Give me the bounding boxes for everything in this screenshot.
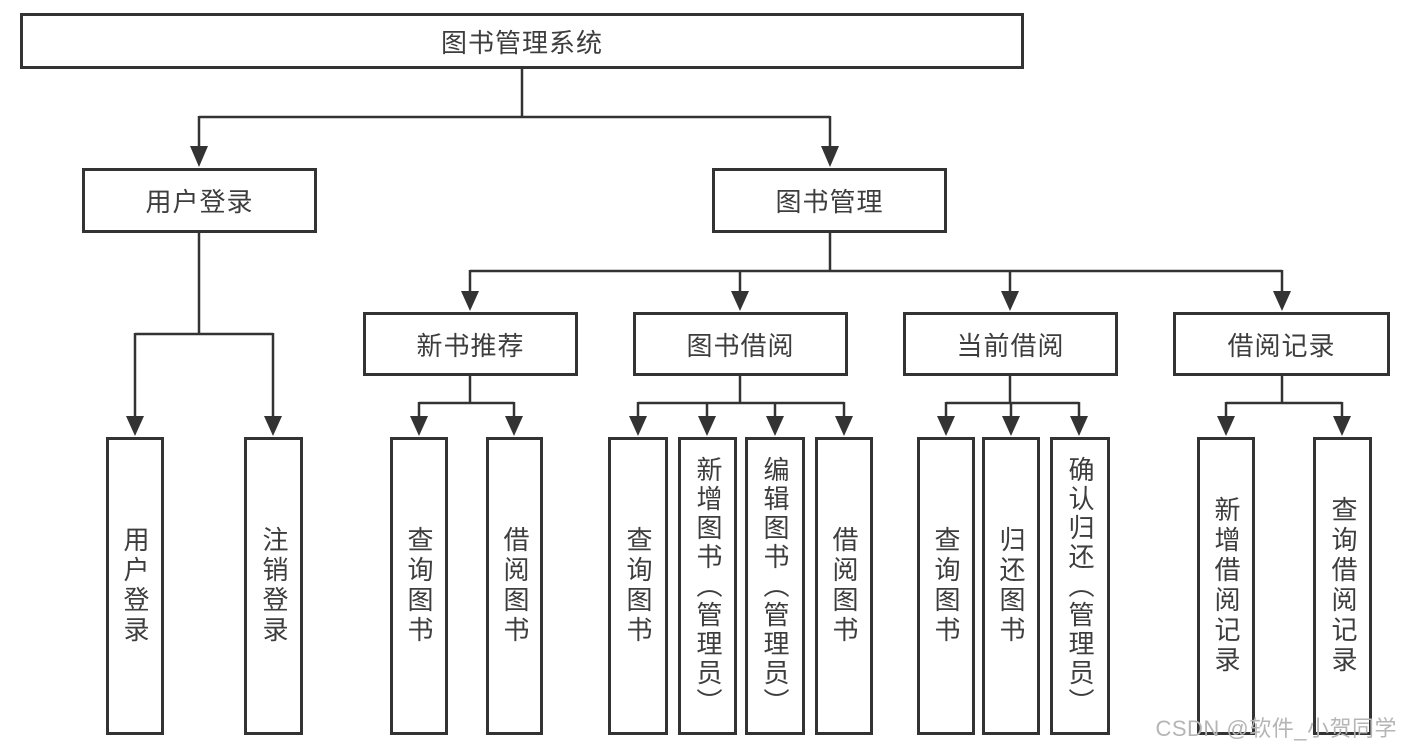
arrowhead-icons [126,146,1351,436]
node-leaf-add-borrow-record: 新增借阅记录 [1197,437,1255,735]
node-borrow-records: 借阅记录 [1173,312,1390,376]
node-new-book-recommend: 新书推荐 [363,312,578,376]
node-leaf-query-books-current: 查询图书 [917,437,975,735]
node-current-borrow: 当前借阅 [903,312,1118,376]
node-leaf-edit-book-admin: 编辑图书（管理员） [745,437,805,735]
node-leaf-query-books-recommend: 查询图书 [390,437,448,735]
node-leaf-add-book-admin: 新增图书（管理员） [678,437,737,735]
watermark: CSDN @软件_小贺同学 [1155,716,1397,741]
node-leaf-return-book: 归还图书 [982,437,1040,735]
node-leaf-logout: 注销登录 [244,437,303,735]
node-user-login: 用户登录 [82,168,317,233]
node-leaf-query-borrow-record: 查询借阅记录 [1313,437,1372,735]
node-leaf-user-login: 用户登录 [106,437,164,735]
node-leaf-borrow-books: 借阅图书 [815,437,873,735]
node-leaf-query-books-borrow: 查询图书 [608,437,668,735]
node-leaf-borrow-books-recommend: 借阅图书 [486,437,543,735]
node-leaf-confirm-return-admin: 确认归还（管理员） [1050,437,1110,735]
node-book-borrow: 图书借阅 [633,312,848,376]
node-book-management: 图书管理 [712,168,947,233]
node-root-title: 图书管理系统 [20,13,1024,69]
